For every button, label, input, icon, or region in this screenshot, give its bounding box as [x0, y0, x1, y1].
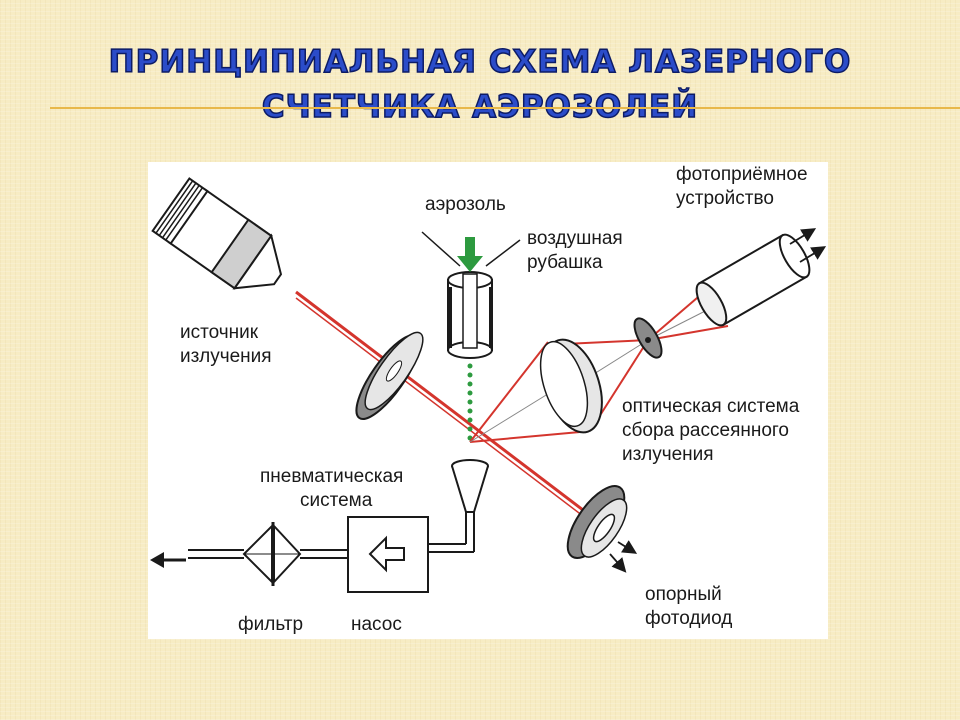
label-air-jacket-2: рубашка	[527, 252, 603, 273]
label-optics-2: сбора рассеянного	[622, 420, 789, 441]
schematic-diagram: аэрозоль воздушная рубашка фотоприёмное …	[148, 162, 828, 639]
label-ref-diode-2: фотодиод	[645, 608, 732, 629]
suction-funnel	[428, 459, 489, 553]
label-filter: фильтр	[238, 614, 303, 635]
collection-lens	[539, 338, 603, 434]
label-pneumatic-1: пневматическая	[260, 466, 403, 487]
aerosol-flow	[467, 363, 473, 441]
pipe	[188, 549, 348, 559]
title-line-1: ПРИНЦИПИАЛЬНАЯ СХЕМА ЛАЗЕРНОГО	[108, 43, 852, 81]
filter-body	[242, 522, 302, 586]
photodetector	[695, 228, 827, 327]
label-photo-receiver-2: устройство	[676, 188, 774, 209]
laser-beam	[295, 290, 609, 536]
label-optics-1: оптическая система	[622, 396, 800, 417]
label-aerosol: аэрозоль	[425, 194, 506, 215]
label-source-1: источник	[180, 322, 259, 343]
label-ref-diode-1: опорный	[645, 584, 722, 605]
leader-lines	[421, 231, 521, 267]
label-pump: насос	[351, 614, 402, 635]
laser-source	[151, 177, 283, 290]
focusing-lens	[355, 331, 424, 420]
aperture-disc	[633, 317, 663, 359]
label-source-2: излучения	[180, 346, 272, 367]
aerosol-nozzle	[447, 271, 493, 359]
slide-title: ПРИНЦИПИАЛЬНАЯ СХЕМА ЛАЗЕРНОГО СЧЕТЧИКА …	[0, 40, 960, 130]
label-air-jacket-1: воздушная	[527, 228, 623, 249]
label-photo-receiver-1: фотоприёмное	[676, 164, 808, 185]
aerosol-arrow-icon	[457, 237, 483, 272]
label-optics-3: излучения	[622, 444, 714, 465]
reference-photodiode	[566, 485, 638, 573]
exhaust-arrow-icon	[150, 552, 186, 568]
pump-box	[347, 516, 429, 593]
title-underline	[50, 107, 960, 109]
label-pneumatic-2: система	[300, 490, 373, 511]
